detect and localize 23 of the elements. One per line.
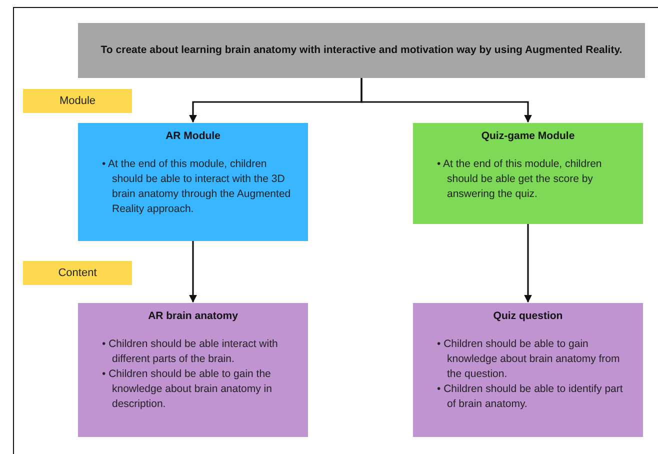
goal-text: To create about learning brain anatomy with interactive and motivation way by using Augmented Reality. [100,43,622,58]
module-box [78,123,308,241]
section-tag [23,89,132,113]
connector-arrow [524,224,532,303]
box-heading: Quiz-game Module [481,129,575,144]
bullet-point: • Children should be able to gain knowledge about brain anatomy from the question. [437,336,621,382]
bullet-point: • At the end of this module, children should be able to interact with the 3D brain anatomy through the Augmented Reality approach. [102,156,292,217]
content-box [413,303,643,437]
connector-arrow [360,78,532,123]
goal-box [78,23,645,78]
section-label: Content [58,266,97,281]
box-heading: AR Module [166,129,220,144]
section-label: Module [59,94,96,109]
box-heading: Quiz question [493,309,563,324]
bullet-point: • At the end of this module, children should be able get the score by answering the quiz. [437,156,603,202]
module-box [413,123,643,224]
bullet-point: • Children should be able to gain the knowledge about brain anatomy in description. [102,366,273,412]
connector-arrow [189,241,197,303]
bullet-point: • Children should be able interact with different parts of the brain. [102,336,279,367]
section-tag [23,261,132,285]
box-heading: AR brain anatomy [148,309,238,324]
content-box [78,303,308,437]
bullet-point: • Children should be able to identify part of brain anatomy. [437,382,624,412]
